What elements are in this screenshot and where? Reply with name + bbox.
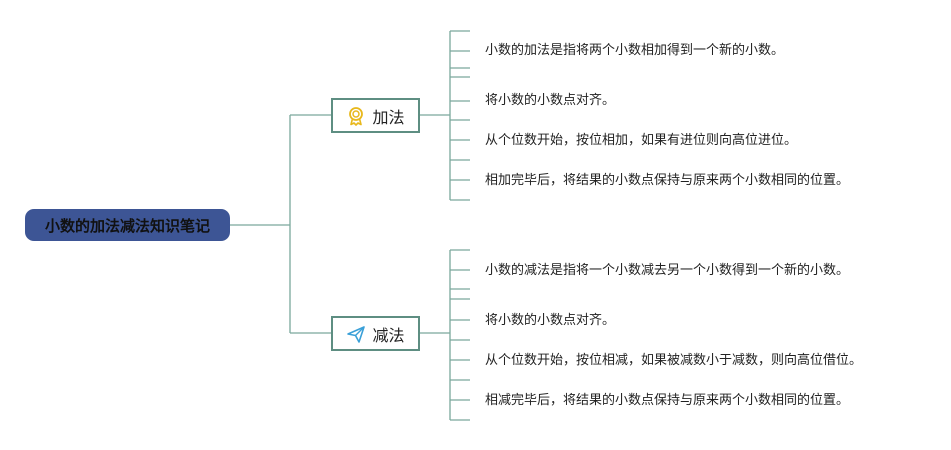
branch-subtraction[interactable]: 减法 <box>331 316 420 351</box>
award-ribbon-icon <box>346 106 366 126</box>
branch-connector-add <box>420 31 451 200</box>
leaf-add-align[interactable]: 将小数的小数点对齐。 <box>485 93 616 108</box>
branch-addition[interactable]: 加法 <box>331 98 420 133</box>
root-topic[interactable]: 小数的加法减法知识笔记 <box>25 209 230 241</box>
leaf-add-definition[interactable]: 小数的加法是指将两个小数相加得到一个新的小数。 <box>485 43 785 58</box>
leaf-sub-definition[interactable]: 小数的减法是指将一个小数减去另一个小数得到一个新的小数。 <box>485 263 850 278</box>
leaf-sub-result[interactable]: 相减完毕后，将结果的小数点保持与原来两个小数相同的位置。 <box>485 393 850 408</box>
branch-subtraction-label: 减法 <box>372 325 405 345</box>
leaf-add-result[interactable]: 相加完毕后，将结果的小数点保持与原来两个小数相同的位置。 <box>485 173 850 188</box>
leaf-sub-borrow[interactable]: 从个位数开始，按位相减，如果被减数小于减数，则向高位借位。 <box>485 353 863 368</box>
leaf-add-carry[interactable]: 从个位数开始，按位相加，如果有进位则向高位进位。 <box>485 133 798 148</box>
leaf-sub-align[interactable]: 将小数的小数点对齐。 <box>485 313 616 328</box>
root-connector <box>230 114 331 334</box>
branch-addition-label: 加法 <box>372 107 405 127</box>
leaf-connectors-sub <box>450 249 470 421</box>
paper-plane-icon <box>346 324 366 344</box>
leaf-connectors-add <box>450 30 470 201</box>
root-topic-label: 小数的加法减法知识笔记 <box>44 216 210 235</box>
branch-connector-sub <box>420 250 451 420</box>
